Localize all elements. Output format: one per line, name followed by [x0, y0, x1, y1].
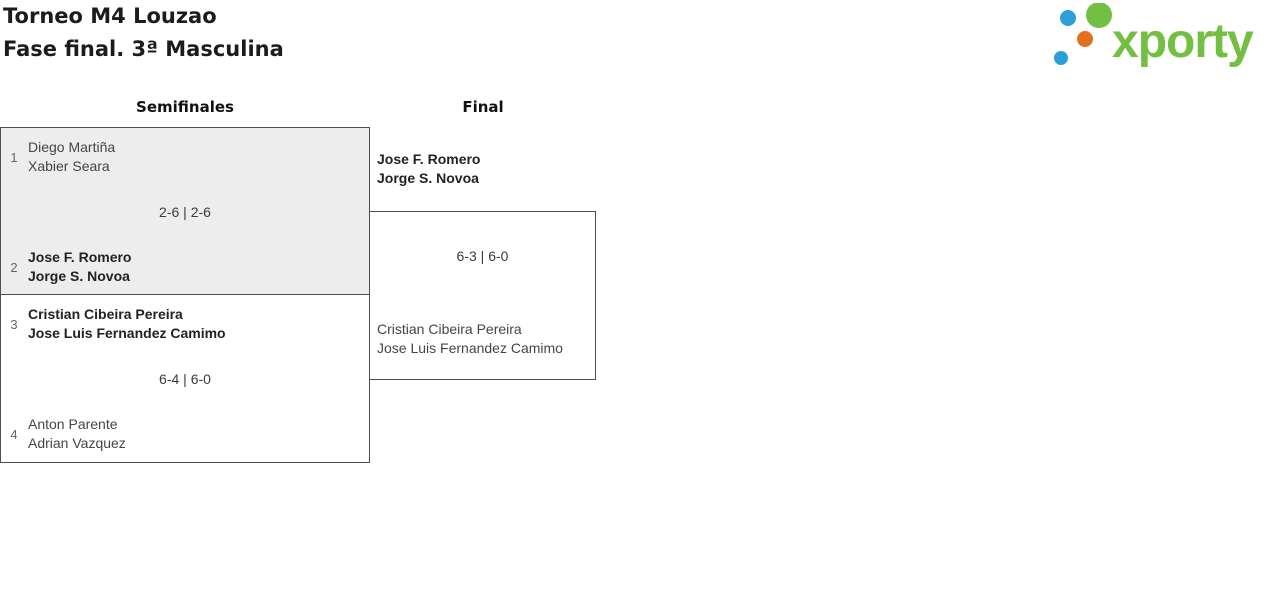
tournament-subtitle: Fase final. 3ª Masculina: [3, 37, 284, 61]
sf1-team-1: 1 Diego Martiña Xabier Seara: [6, 138, 115, 176]
team-players: Diego Martiña Xabier Seara: [28, 138, 115, 176]
seed-number: 4: [10, 426, 18, 442]
team-players: Jose F. Romero Jorge S. Novoa: [28, 248, 131, 286]
sf1-score: 2-6 | 2-6: [159, 204, 211, 220]
player-name: Adrian Vazquez: [28, 435, 126, 451]
team-players: Cristian Cibeira Pereira Jose Luis Ferna…: [377, 320, 563, 358]
semifinal-match-1: 1 Diego Martiña Xabier Seara 2-6 | 2-6 2…: [0, 127, 370, 295]
sf1-team-2: 2 Jose F. Romero Jorge S. Novoa: [6, 248, 131, 286]
player-name: Xabier Seara: [28, 158, 110, 174]
team-players: Cristian Cibeira Pereira Jose Luis Ferna…: [28, 305, 226, 343]
logo-dot-green: [1086, 2, 1112, 28]
logo-dot-blue-small: [1054, 51, 1068, 65]
logo-wordmark: xporty: [1112, 15, 1254, 68]
xporty-logo-graphic: xporty: [1054, 2, 1255, 68]
final-team-2: Cristian Cibeira Pereira Jose Luis Ferna…: [377, 320, 563, 358]
sf2-score: 6-4 | 6-0: [159, 371, 211, 387]
xporty-logo[interactable]: xporty: [1050, 2, 1280, 69]
logo-dot-orange: [1077, 31, 1093, 47]
sf2-team-2: 4 Anton Parente Adrian Vazquez: [6, 415, 126, 453]
tournament-title: Torneo M4 Louzao: [3, 4, 217, 28]
player-name: Jose F. Romero: [28, 249, 132, 265]
player-name: Cristian Cibeira Pereira: [377, 321, 522, 337]
final-match: 6-3 | 6-0 Cristian Cibeira Pereira Jose …: [369, 211, 596, 380]
seed-number: 1: [10, 149, 18, 165]
player-name: Jorge S. Novoa: [377, 170, 479, 186]
player-name: Diego Martiña: [28, 139, 116, 155]
team-players: Jose F. Romero Jorge S. Novoa: [377, 150, 480, 188]
final-team-1: Jose F. Romero Jorge S. Novoa: [377, 150, 480, 188]
round-header-final: Final: [462, 98, 504, 116]
player-name: Jose F. Romero: [377, 151, 481, 167]
player-name: Anton Parente: [28, 416, 118, 432]
round-header-semifinals: Semifinales: [136, 98, 234, 116]
player-name: Jose Luis Fernandez Camimo: [28, 325, 226, 341]
player-name: Jorge S. Novoa: [28, 268, 130, 284]
semifinal-match-2: 3 Cristian Cibeira Pereira Jose Luis Fer…: [0, 294, 370, 463]
sf2-team-1: 3 Cristian Cibeira Pereira Jose Luis Fer…: [6, 305, 226, 343]
logo-dot-blue-top: [1060, 10, 1076, 26]
seed-number: 3: [10, 316, 18, 332]
player-name: Jose Luis Fernandez Camimo: [377, 340, 563, 356]
seed-number: 2: [10, 259, 18, 275]
player-name: Cristian Cibeira Pereira: [28, 306, 183, 322]
team-players: Anton Parente Adrian Vazquez: [28, 415, 126, 453]
final-score: 6-3 | 6-0: [456, 248, 509, 264]
